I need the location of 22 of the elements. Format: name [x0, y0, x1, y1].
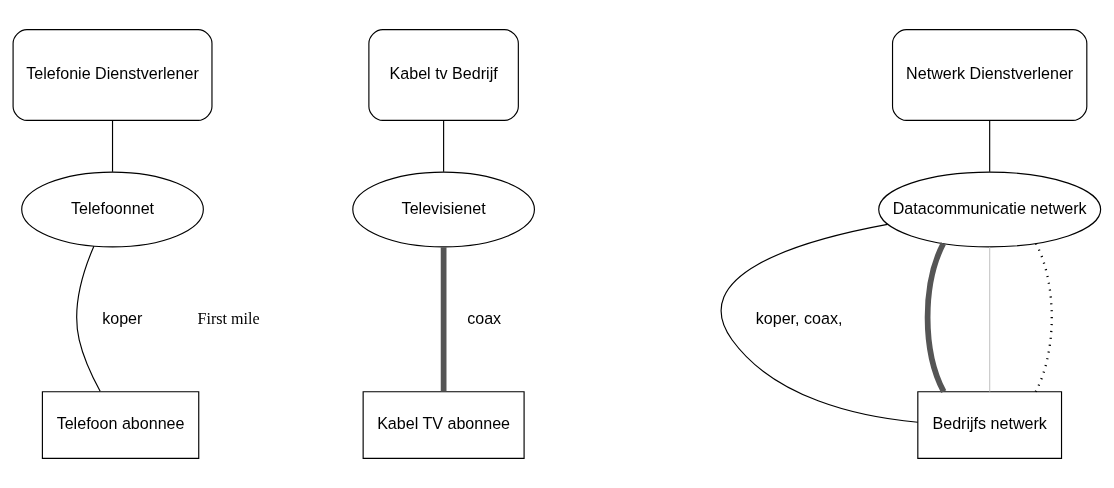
node-box: Kabel tv Bedrijf	[368, 29, 519, 121]
connector	[1034, 243, 1053, 393]
connector	[989, 119, 991, 173]
label: First mile	[197, 309, 260, 327]
node-ellipse: Telefoonnet	[21, 171, 204, 248]
edge-label: coax	[467, 309, 502, 328]
node-box: Kabel TV abonnee	[362, 391, 525, 459]
connector	[989, 246, 991, 393]
connector	[76, 245, 101, 392]
edge-label: koper	[102, 309, 143, 328]
connector	[440, 247, 447, 392]
node-box: Netwerk Dienstverlener	[891, 29, 1088, 121]
node-box: Telefoon abonnee	[41, 391, 200, 459]
node-box: Bedrijfs netwerk	[917, 391, 1063, 459]
connector	[924, 242, 947, 393]
connector	[443, 119, 445, 173]
node-ellipse: Datacommunicatie netwerk	[878, 171, 1102, 248]
node-ellipse: Televisienet	[352, 171, 535, 248]
node-box: Telefonie Dienstverlener	[12, 29, 213, 121]
connector	[111, 119, 114, 173]
edge-label: koper, coax,	[755, 309, 843, 328]
connector	[720, 223, 919, 423]
